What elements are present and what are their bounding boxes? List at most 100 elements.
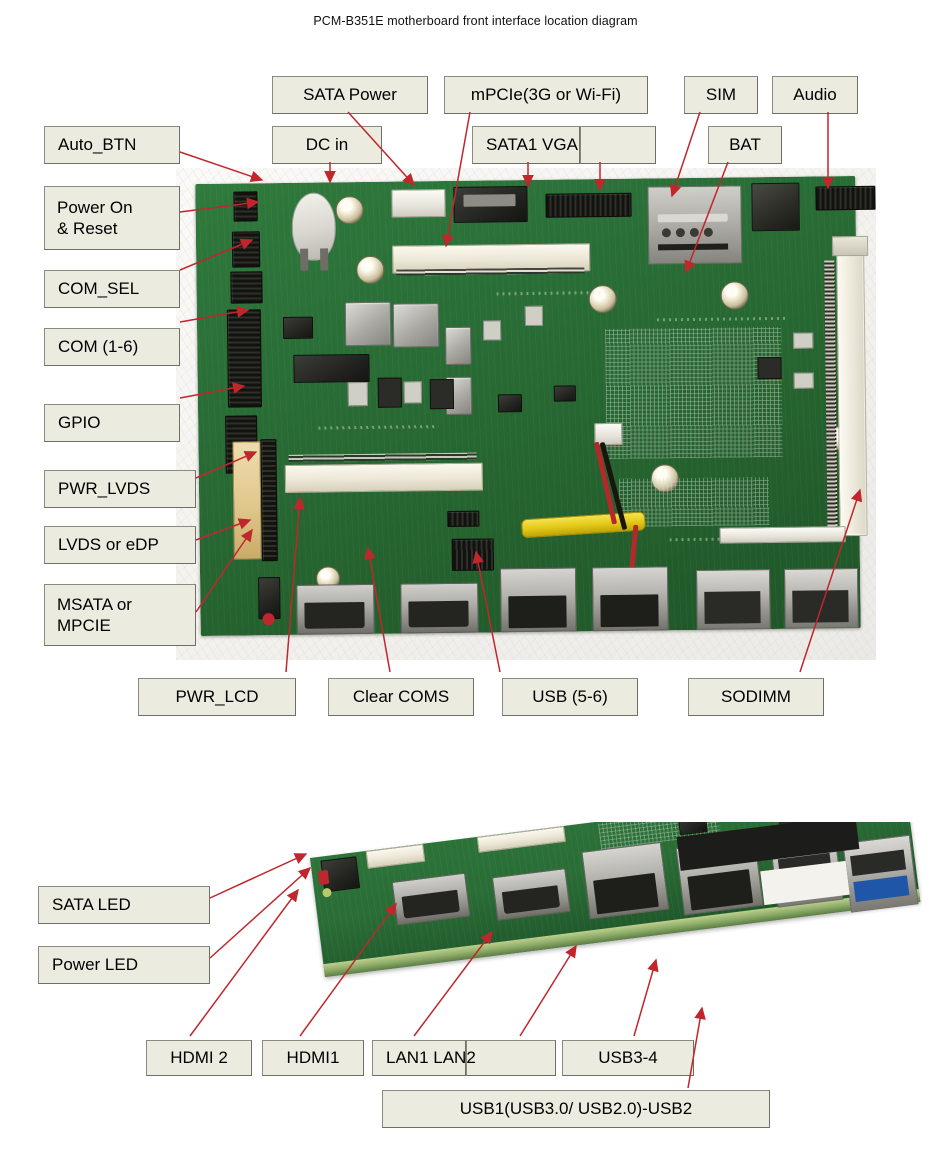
sim-slot-mouth (658, 243, 729, 251)
label-com-sel[interactable]: COM_SEL (44, 270, 180, 308)
label-lan2[interactable] (466, 1040, 556, 1076)
label-power-on-line1: Power On (57, 197, 133, 217)
smd-r2 (793, 372, 814, 389)
diode-2 (429, 378, 455, 410)
cap-2 (403, 381, 422, 404)
dc-jack-pin-2 (320, 248, 329, 271)
label-mpcie[interactable]: mPCIe(3G or Wi-Fi) (444, 76, 648, 114)
header-com-sel (230, 271, 263, 304)
sim-card-holder (647, 185, 743, 265)
clear-coms-jumper (447, 510, 480, 527)
label-lan1[interactable]: LAN1 LAN2 (372, 1040, 476, 1076)
msata-slot-teeth (288, 452, 477, 462)
label-gpio[interactable]: GPIO (44, 404, 180, 442)
hdmi2-mouth (304, 602, 365, 629)
cap-3 (482, 320, 502, 341)
label-usb-3-4[interactable]: USB3-4 (562, 1040, 694, 1076)
edge-white-conn-2 (476, 825, 566, 853)
label-msata-line2: MPCIE (57, 616, 111, 635)
label-pwr-lvds[interactable]: PWR_LVDS (44, 470, 196, 508)
smd-r1 (793, 332, 814, 349)
hdmi1-mouth (408, 600, 469, 628)
label-power-on-line2: & Reset (57, 219, 118, 238)
usb-5-6-header (451, 538, 495, 571)
sata-led-edge (321, 887, 333, 898)
mount-hole-3 (588, 284, 617, 314)
cap-1 (347, 381, 368, 407)
sim-contact-4 (703, 227, 713, 237)
mount-hole-1 (335, 195, 364, 225)
label-usb-1-2[interactable]: USB1(USB3.0/ USB2.0)-USB2 (382, 1090, 770, 1128)
motherboard-photo-edge (292, 822, 922, 1032)
sodimm-contacts (824, 260, 838, 529)
label-sata-power[interactable]: SATA Power (272, 76, 428, 114)
pwr-lvds-header (260, 439, 278, 562)
label-audio[interactable]: Audio (772, 76, 858, 114)
motherboard-photo-top (176, 168, 876, 660)
ic-small-1 (497, 394, 523, 413)
usb3-4-mouth (704, 591, 761, 624)
inductor-3 (445, 326, 472, 366)
lan1-mouth (508, 595, 567, 629)
label-sata1[interactable]: SATA1 VGA (472, 126, 580, 164)
edge-white-conn-1 (365, 843, 426, 869)
header-audio (815, 185, 876, 211)
header-auto-btn (233, 191, 258, 222)
cap-4 (524, 305, 544, 327)
label-lvds-or-edp[interactable]: LVDS or eDP (44, 526, 196, 564)
sodimm-latch-top (831, 235, 869, 257)
ic-soic-2 (282, 316, 314, 339)
label-clear-coms[interactable]: Clear COMS (328, 678, 474, 716)
power-led-edge (317, 869, 330, 886)
silkscreen-2 (656, 316, 787, 322)
ic-small-2 (553, 385, 576, 402)
yellow-cable (520, 511, 646, 539)
silkscreen-3 (318, 425, 439, 430)
sata-power-connector (391, 188, 446, 218)
sim-contact-2 (675, 228, 685, 238)
label-dc-in[interactable]: DC in (272, 126, 382, 164)
pcb-board-top (195, 175, 876, 637)
inductor-1 (344, 301, 392, 347)
sodimm-slot (836, 253, 868, 537)
label-bat[interactable]: BAT (708, 126, 782, 164)
edge-view (292, 822, 922, 1032)
label-power-on-reset[interactable]: Power On & Reset (44, 186, 180, 250)
label-msata-or-mpcie[interactable]: MSATA or MPCIE (44, 584, 196, 646)
bat-shield-can (751, 182, 800, 232)
white-latch-strip (719, 526, 846, 544)
sim-contact-3 (689, 227, 699, 238)
sim-tray-rail (657, 213, 728, 223)
label-hdmi-1[interactable]: HDMI1 (262, 1040, 364, 1076)
header-com-1-6 (226, 309, 262, 408)
smd-r3 (757, 356, 782, 380)
inductor-2 (392, 303, 440, 348)
mount-hole-4 (720, 281, 749, 310)
usb1-2-mouth (792, 590, 849, 623)
power-led-indicator (262, 613, 275, 626)
label-power-led[interactable]: Power LED (38, 946, 210, 984)
label-sodimm[interactable]: SODIMM (688, 678, 824, 716)
header-power-reset (231, 231, 261, 268)
label-hdmi-2[interactable]: HDMI 2 (146, 1040, 252, 1076)
lvds-edp-connector (232, 441, 262, 560)
sata1-connector-key (463, 194, 516, 207)
sim-contact-1 (661, 228, 671, 238)
label-msata-line1: MSATA or (57, 594, 132, 614)
bga-region (605, 326, 783, 460)
ic-soic-1 (293, 353, 370, 383)
mount-hole-2 (356, 255, 385, 285)
lan2-mouth (600, 594, 659, 628)
dc-jack-pin-1 (300, 248, 309, 271)
label-usb-5-6[interactable]: USB (5-6) (502, 678, 638, 716)
label-sata-led[interactable]: SATA LED (38, 886, 210, 924)
label-sim[interactable]: SIM (684, 76, 758, 114)
label-pwr-lcd[interactable]: PWR_LCD (138, 678, 296, 716)
msata-mpcie-slot (284, 462, 484, 493)
label-com-1-6[interactable]: COM (1-6) (44, 328, 180, 366)
label-auto-btn[interactable]: Auto_BTN (44, 126, 180, 164)
label-vga[interactable] (580, 126, 656, 164)
page-title: PCM-B351E motherboard front interface lo… (313, 14, 638, 28)
diode-1 (377, 377, 403, 408)
